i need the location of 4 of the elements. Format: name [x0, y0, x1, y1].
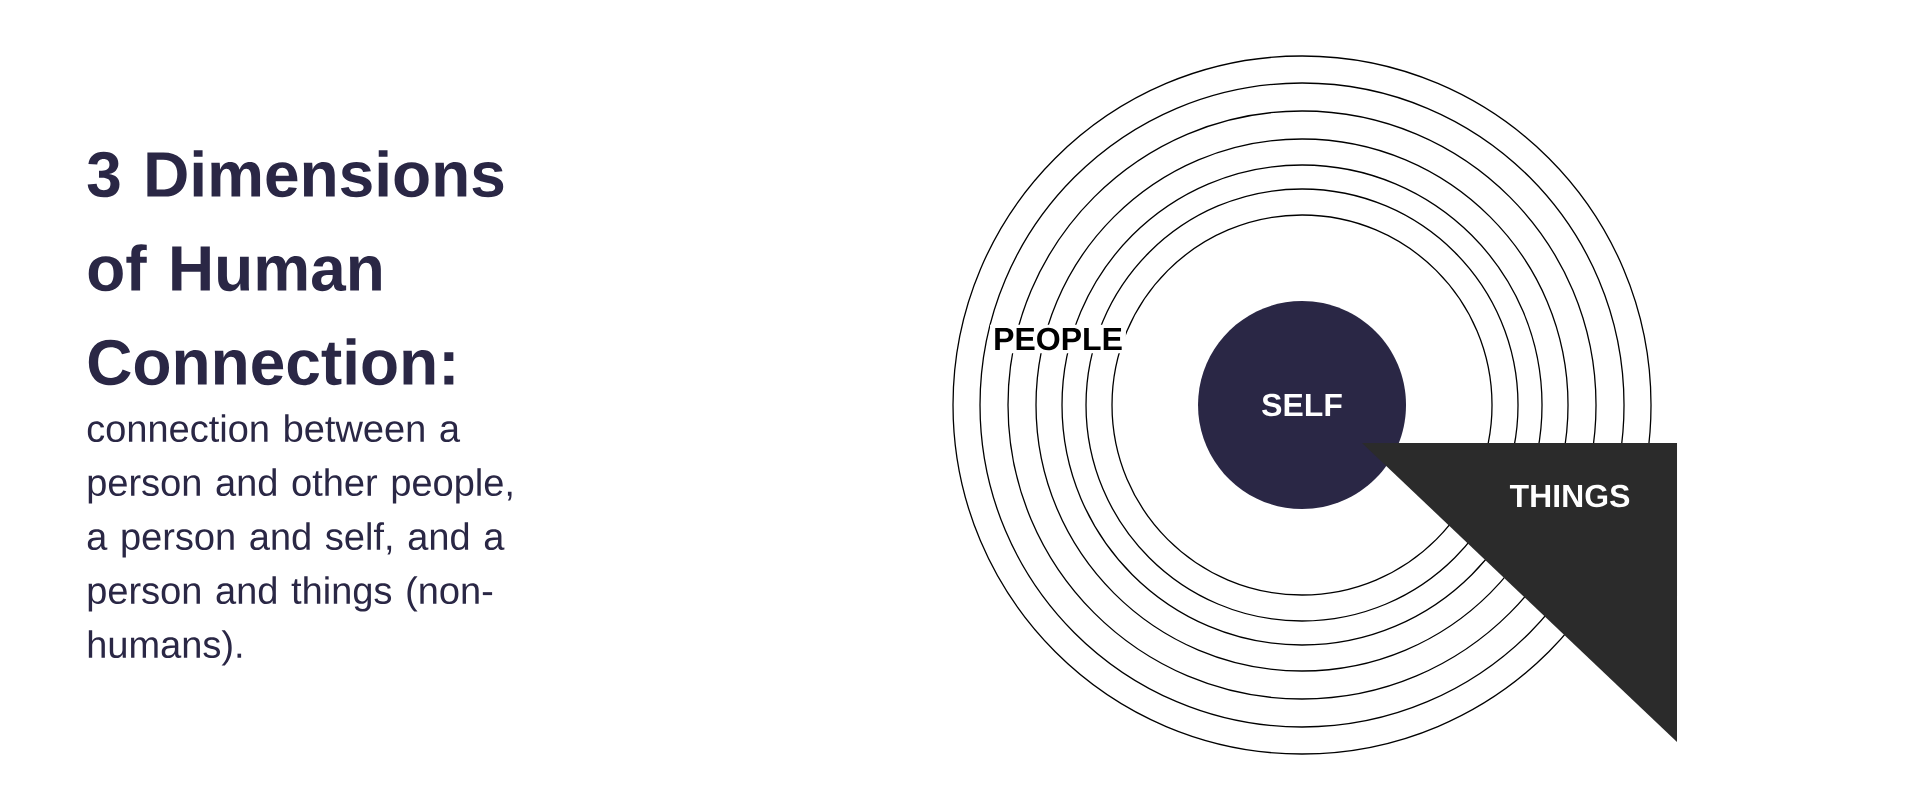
things-triangle: THINGS — [1362, 443, 1677, 742]
description: connection between a person and other people, a person and self, and a person and things (non-humans). — [87, 414, 512, 666]
ring-label: PEOPLE — [990, 324, 1126, 354]
title: 3 Dimensions of Human Connection: — [87, 150, 504, 386]
